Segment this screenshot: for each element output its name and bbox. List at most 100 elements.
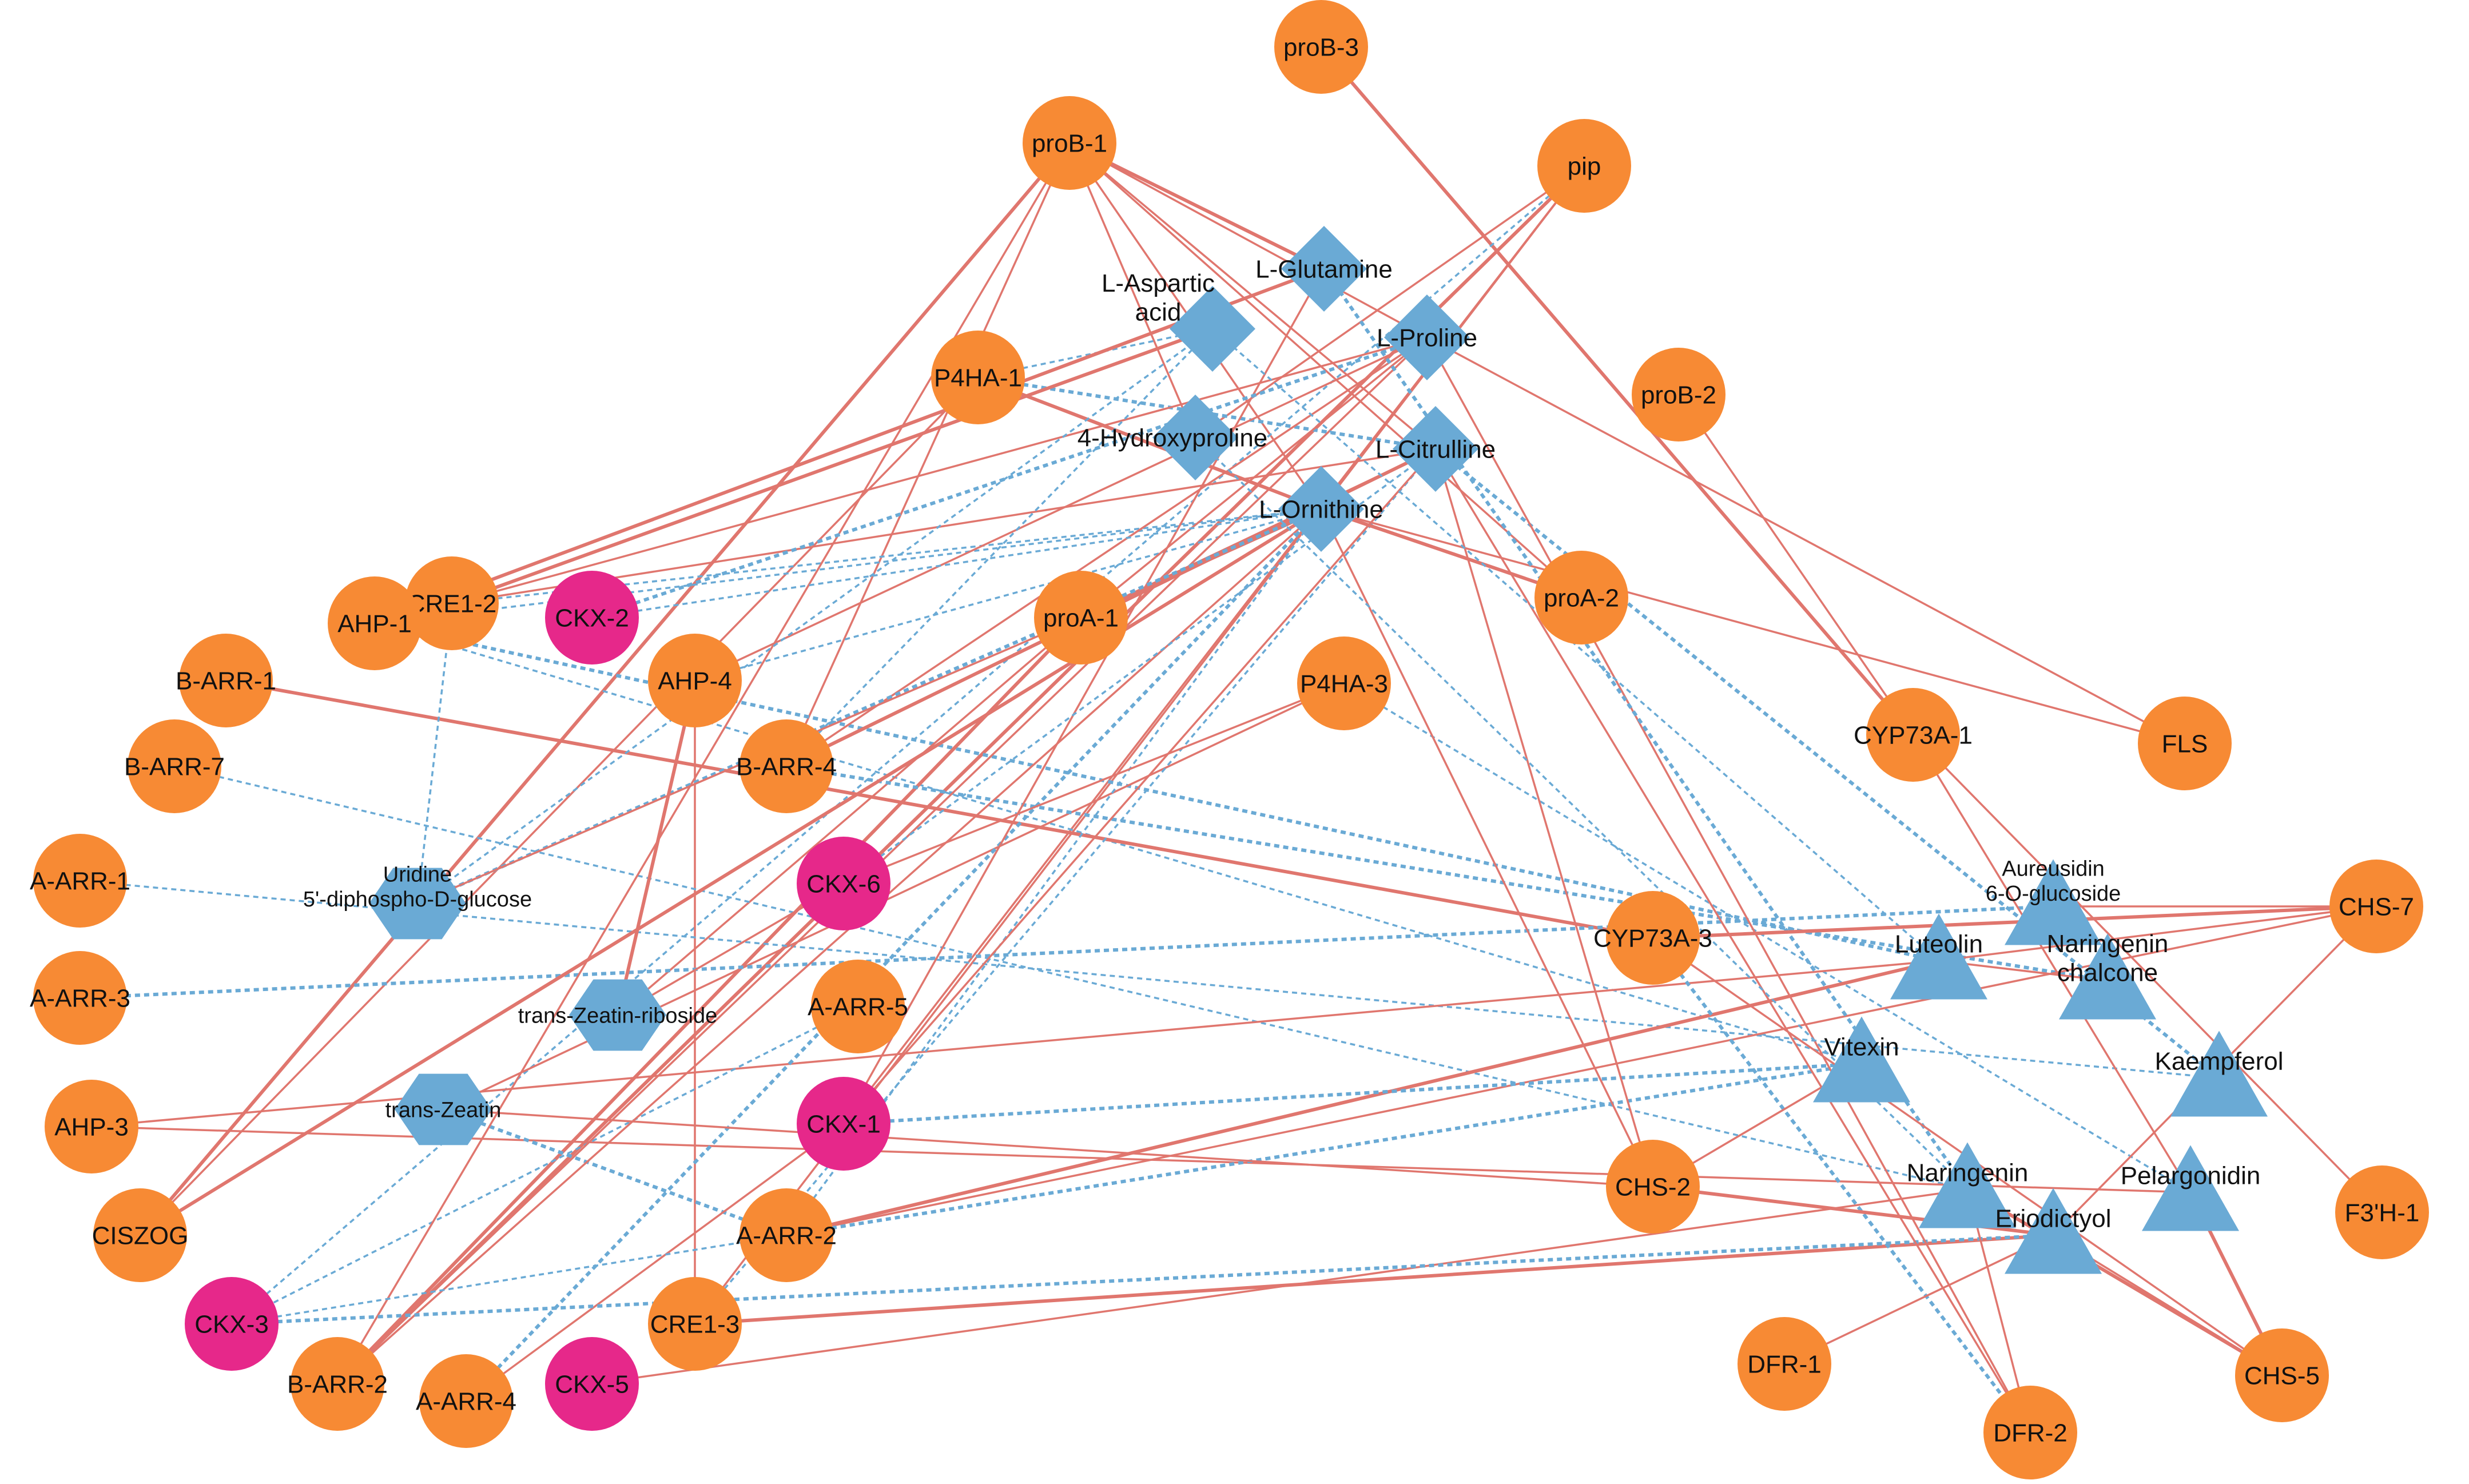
node-shape-trans-zeatin[interactable] <box>395 1073 492 1145</box>
node-shape-naringenin-chalcone[interactable] <box>2059 933 2156 1020</box>
node-prob-2[interactable]: proB-2 <box>1632 348 1725 441</box>
node-shape-chs-7[interactable] <box>2329 860 2423 953</box>
node-shape-l-aspartic-acid[interactable] <box>1170 286 1255 372</box>
node-shape-a-arr-5[interactable] <box>811 960 905 1053</box>
node-ckx-2[interactable]: CKX-2 <box>545 571 639 665</box>
node-f3-h-1[interactable]: F3'H-1 <box>2335 1165 2429 1259</box>
node-b-arr-4[interactable]: B-ARR-4 <box>736 719 837 813</box>
node-luteolin[interactable]: Luteolin <box>1890 913 1987 1000</box>
node-shape-ckx-2[interactable] <box>545 571 639 665</box>
node-a-arr-5[interactable]: A-ARR-5 <box>808 960 908 1053</box>
node-shape-a-arr-4[interactable] <box>419 1354 513 1448</box>
node-shape-trans-zeatin-riboside[interactable] <box>569 979 666 1051</box>
node-shape-a-arr-3[interactable] <box>33 951 127 1045</box>
node-p4ha-3[interactable]: P4HA-3 <box>1297 636 1391 730</box>
node-dfr-1[interactable]: DFR-1 <box>1738 1317 1831 1411</box>
node-shape-vitexin[interactable] <box>1813 1016 1910 1103</box>
node-p4ha-1[interactable]: P4HA-1 <box>931 331 1025 424</box>
node-dfr-2[interactable]: DFR-2 <box>1983 1386 2077 1479</box>
node-shape-pip[interactable] <box>1537 119 1631 213</box>
node-trans-zeatin[interactable]: trans-Zeatin <box>385 1073 502 1145</box>
node-shape-ckx-3[interactable] <box>185 1277 279 1371</box>
node-pelargonidin[interactable]: Pelargonidin <box>2121 1145 2261 1231</box>
node-shape-uridine[interactable] <box>369 868 466 940</box>
node-b-arr-1[interactable]: B-ARR-1 <box>176 634 276 727</box>
node-shape-b-arr-1[interactable] <box>179 634 273 727</box>
node-cyp73a-3[interactable]: CYP73A-3 <box>1593 891 1712 985</box>
node-shape-ciszog[interactable] <box>93 1188 187 1282</box>
node-cyp73a-1[interactable]: CYP73A-1 <box>1854 688 1973 782</box>
node-l-citrulline[interactable]: L-Citrulline <box>1375 406 1496 492</box>
node-cre1-3[interactable]: CRE1-3 <box>648 1277 742 1371</box>
node-ahp-1[interactable]: AHP-1 <box>328 576 422 670</box>
node-shape-kaempferol[interactable] <box>2170 1031 2268 1117</box>
node-shape-prob-3[interactable] <box>1274 0 1368 94</box>
node-shape-fls[interactable] <box>2138 697 2232 790</box>
node-shape-pelargonidin[interactable] <box>2142 1145 2239 1231</box>
node-l-proline[interactable]: L-Proline <box>1377 295 1477 380</box>
node-4-hydroxyproline[interactable]: 4-Hydroxyproline <box>1078 395 1268 480</box>
node-naringenin[interactable]: Naringenin <box>1907 1142 2029 1228</box>
node-ahp-3[interactable]: AHP-3 <box>45 1080 138 1173</box>
node-b-arr-7[interactable]: B-ARR-7 <box>124 719 225 813</box>
node-shape-naringenin[interactable] <box>1919 1142 2016 1228</box>
node-shape-l-citrulline[interactable] <box>1393 406 1478 492</box>
node-shape-l-ornithine[interactable] <box>1278 466 1364 552</box>
node-shape-p4ha-3[interactable] <box>1297 636 1391 730</box>
node-shape-a-arr-1[interactable] <box>33 834 127 928</box>
node-shape-f3-h-1[interactable] <box>2335 1165 2429 1259</box>
node-prob-1[interactable]: proB-1 <box>1023 96 1116 190</box>
node-shape-dfr-1[interactable] <box>1738 1317 1831 1411</box>
node-shape-l-proline[interactable] <box>1384 295 1470 380</box>
node-a-arr-4[interactable]: A-ARR-4 <box>416 1354 516 1448</box>
node-chs-7[interactable]: CHS-7 <box>2329 860 2423 953</box>
node-shape-chs-5[interactable] <box>2235 1328 2329 1422</box>
node-shape-proa-1[interactable] <box>1034 571 1128 665</box>
node-pip[interactable]: pip <box>1537 119 1631 213</box>
node-trans-zeatin-riboside[interactable]: trans-Zeatin-riboside <box>518 979 717 1051</box>
node-shape-b-arr-2[interactable] <box>291 1337 384 1431</box>
node-shape-cyp73a-3[interactable] <box>1606 891 1700 985</box>
node-shape-ahp-3[interactable] <box>45 1080 138 1173</box>
node-shape-a-arr-2[interactable] <box>739 1188 833 1282</box>
node-shape-dfr-2[interactable] <box>1983 1386 2077 1479</box>
node-shape-cre1-2[interactable] <box>405 556 499 650</box>
node-eriodictyol[interactable]: Eriodictyol <box>1995 1188 2112 1274</box>
node-l-glutamine[interactable]: L-Glutamine <box>1255 226 1393 312</box>
node-ckx-3[interactable]: CKX-3 <box>185 1277 279 1371</box>
node-shape-b-arr-7[interactable] <box>128 719 221 813</box>
node-a-arr-1[interactable]: A-ARR-1 <box>30 834 130 928</box>
node-l-ornithine[interactable]: L-Ornithine <box>1259 466 1383 552</box>
node-cre1-2[interactable]: CRE1-2 <box>405 556 499 650</box>
node-kaempferol[interactable]: Kaempferol <box>2154 1031 2284 1117</box>
node-shape-l-glutamine[interactable] <box>1281 226 1367 312</box>
node-shape-b-arr-4[interactable] <box>739 719 833 813</box>
node-shape-ckx-1[interactable] <box>797 1077 890 1171</box>
node-shape-p4ha-1[interactable] <box>931 331 1025 424</box>
node-shape-luteolin[interactable] <box>1890 913 1987 1000</box>
node-ciszog[interactable]: CISZOG <box>92 1188 189 1282</box>
node-shape-ckx-6[interactable] <box>797 837 890 930</box>
node-shape-chs-2[interactable] <box>1606 1140 1700 1234</box>
node-shape-cyp73a-1[interactable] <box>1866 688 1960 782</box>
node-shape-ckx-5[interactable] <box>545 1337 639 1431</box>
node-prob-3[interactable]: proB-3 <box>1274 0 1368 94</box>
node-vitexin[interactable]: Vitexin <box>1813 1016 1910 1103</box>
node-shape-proa-2[interactable] <box>1534 551 1628 644</box>
node-b-arr-2[interactable]: B-ARR-2 <box>287 1337 388 1431</box>
node-a-arr-2[interactable]: A-ARR-2 <box>736 1188 837 1282</box>
node-a-arr-3[interactable]: A-ARR-3 <box>30 951 130 1045</box>
node-chs-2[interactable]: CHS-2 <box>1606 1140 1700 1234</box>
node-shape-eriodictyol[interactable] <box>2005 1188 2102 1274</box>
node-proa-1[interactable]: proA-1 <box>1034 571 1128 665</box>
node-ckx-5[interactable]: CKX-5 <box>545 1337 639 1431</box>
node-shape-cre1-3[interactable] <box>648 1277 742 1371</box>
node-fls[interactable]: FLS <box>2138 697 2232 790</box>
node-proa-2[interactable]: proA-2 <box>1534 551 1628 644</box>
node-shape-prob-2[interactable] <box>1632 348 1725 441</box>
node-shape-ahp-1[interactable] <box>328 576 422 670</box>
